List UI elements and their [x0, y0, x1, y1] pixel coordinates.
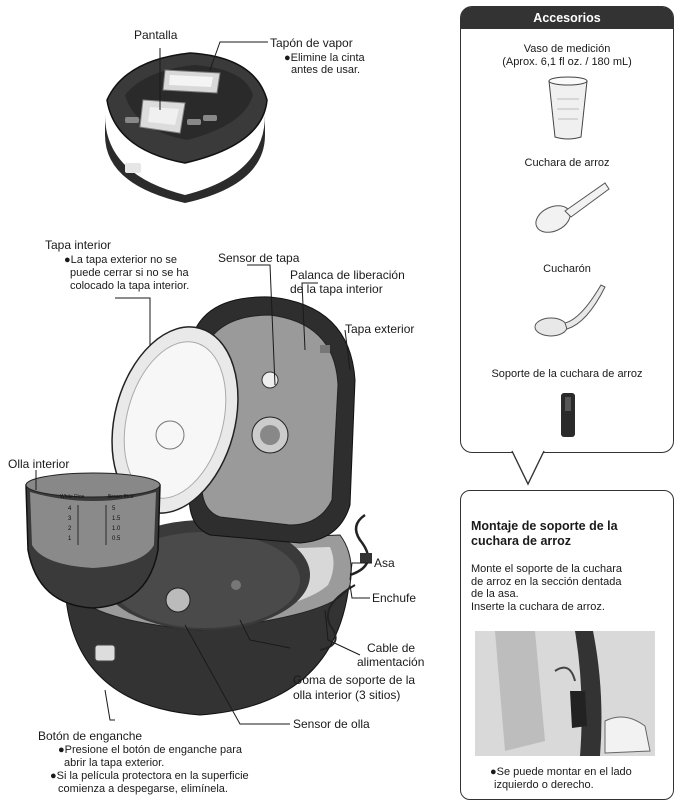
label-boton-de-enganche: Botón de enganche [38, 729, 143, 743]
accessories-callout-tail [511, 448, 545, 486]
note-boton-line2: abrir la tapa exterior. [64, 757, 165, 769]
label-tapa-interior: Tapa interior [45, 238, 112, 252]
label-sensor-de-tapa: Sensor de tapa [218, 251, 300, 265]
label-cable-line2: alimentación [357, 655, 425, 669]
pot-right-mark: 5 [112, 506, 116, 512]
note-tapa-interior-line3: colocado la tapa interior. [70, 280, 190, 292]
pot-left-mark: 2 [68, 526, 72, 532]
mounting-panel: Montaje de soporte de la cuchara de arro… [460, 490, 674, 800]
measuring-cup-icon [548, 76, 588, 140]
ladle-icon [534, 284, 606, 337]
open-rice-cooker-illustration [64, 296, 372, 716]
mounting-text-line2: de arroz en la sección dentada [471, 575, 622, 588]
pot-left-mark: 4 [68, 506, 72, 512]
note-boton-line3: ●Si la película protectora en la superfi… [50, 770, 249, 782]
mounting-illustration [475, 631, 655, 756]
mounting-text-line1: Monte el soporte de la cuchara [471, 563, 623, 575]
mounting-title: Montaje de soporte de la cuchara de arro… [471, 519, 671, 549]
label-tapa-exterior: Tapa exterior [345, 322, 415, 336]
inner-pot-illustration: White Rice Brown Rice 4 3 2 1 5 1.5 1.0 … [25, 472, 161, 609]
pot-right-mark: 0.5 [112, 536, 121, 542]
mounting-note-line2: izquierdo o derecho. [494, 778, 594, 791]
note-tapa-interior-line1: ●La tapa exterior no se [64, 254, 178, 266]
pot-right-mark: 1.0 [112, 526, 121, 532]
closed-rice-cooker-illustration [105, 52, 268, 203]
pot-left-mark: 1 [68, 536, 72, 542]
paddle-holder-icon [561, 393, 575, 437]
label-asa: Asa [374, 556, 395, 570]
label-goma-line2: olla interior (3 sitios) [293, 688, 401, 702]
label-enchufe: Enchufe [372, 591, 417, 605]
acc-vaso-line1: Vaso de medición [523, 43, 611, 55]
rice-paddle-icon [535, 182, 610, 233]
mounting-text-line3: de la asa. [471, 588, 519, 600]
mounting-title-line1: Montaje de soporte de la [471, 519, 618, 533]
note-tapa-interior-line2: puede cerrar si no se ha [70, 267, 189, 279]
acc-vaso-line2: (Aprox. 6,1 fl oz. / 180 mL) [502, 56, 632, 68]
mounting-title-line2: cuchara de arroz [471, 534, 572, 548]
accessories-panel: Accesorios Vaso de medición (Aprox. 6,1 … [460, 6, 674, 453]
mounting-note-line1: ●Se puede montar en el lado [490, 766, 632, 778]
label-olla-interior: Olla interior [8, 457, 70, 471]
label-goma-line1: Goma de soporte de la [293, 673, 416, 687]
pot-right-head: Brown Rice [108, 494, 134, 500]
note-boton-line4: comienza a despegarse, elimínela. [58, 783, 228, 795]
label-pantalla: Pantalla [134, 28, 178, 42]
acc-cuchara: Cuchara de arroz [524, 157, 610, 169]
accessories-title: Accesorios [461, 7, 673, 29]
mounting-instructions: Monte el soporte de la cuchara de arroz … [471, 563, 671, 613]
note-boton-line1: ●Presione el botón de enganche para [58, 744, 243, 756]
label-sensor-de-olla: Sensor de olla [293, 717, 370, 731]
mounting-text-line4: Inserte la cuchara de arroz. [471, 600, 605, 613]
note-tapon-line1: ●Elimine la cinta [284, 52, 365, 64]
acc-soporte: Soporte de la cuchara de arroz [491, 368, 643, 380]
label-palanca-line1: Palanca de liberación [290, 268, 405, 282]
pot-left-mark: 3 [68, 516, 72, 522]
mounting-note: ●Se puede montar en el lado izquierdo o … [490, 766, 632, 791]
note-tapon-line2: antes de usar. [291, 64, 361, 76]
acc-cucharon: Cucharón [543, 263, 591, 275]
pot-left-head: White Rice [60, 494, 84, 500]
label-tapon-de-vapor: Tapón de vapor [270, 36, 353, 50]
label-palanca-line2: de la tapa interior [290, 282, 383, 296]
label-cable-line1: Cable de [367, 641, 416, 655]
pot-right-mark: 1.5 [112, 516, 121, 522]
